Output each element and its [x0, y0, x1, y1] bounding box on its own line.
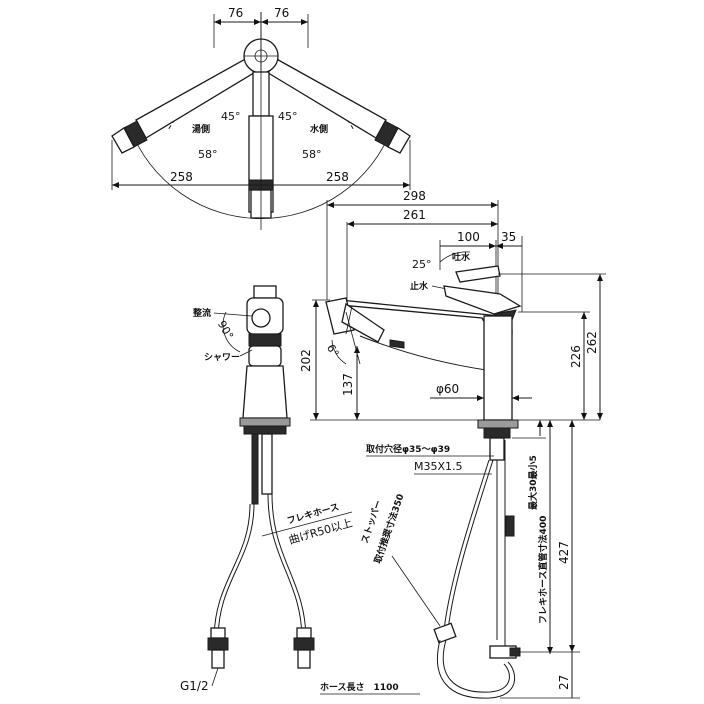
max-thickness-label: 最大30最小5 [527, 455, 539, 510]
flow-label: 整流 [192, 307, 211, 319]
thread-spec-label: M35X1.5 [414, 460, 463, 473]
dim-bottom: 27 [557, 675, 571, 690]
top-span-right: 258 [326, 170, 349, 184]
stop-water-label: 止水 [410, 280, 429, 292]
dim-handle-width: 35 [501, 230, 516, 244]
hot-side-label: 湯側 [192, 123, 210, 135]
dim-height-spout: 202 [299, 349, 313, 372]
cold-side-label: 水側 [310, 123, 328, 135]
flex-hose-straight-label: フレキホース直管寸法400 [537, 516, 549, 624]
dim-height-outlet: 137 [341, 373, 355, 396]
top-dim-right: 76 [274, 6, 289, 20]
dim-height-body: 226 [569, 345, 583, 368]
dim-height-total: 262 [585, 331, 599, 354]
top-arm-left [111, 51, 263, 154]
top-angle-left: 45° [221, 110, 241, 123]
shower-label: シャワー [204, 352, 240, 363]
spout-water-label: 吐水 [452, 251, 471, 263]
top-view: 76 76 45° [111, 6, 411, 230]
top-angle-right-outer: 58° [302, 148, 322, 161]
top-span-left: 258 [170, 170, 193, 184]
dim-lower-height: 427 [557, 541, 571, 564]
top-angle-left-outer: 58° [198, 148, 218, 161]
dim-base-diameter: φ60 [436, 382, 459, 396]
rotation-angle: 90° [215, 318, 236, 341]
side-view: 298 261 100 35 25° 吐水 止水 [299, 189, 606, 699]
top-arm-right [259, 51, 411, 154]
top-dim-left: 76 [228, 6, 243, 20]
thread-label: G1/2 [180, 679, 209, 693]
mounting-hole-label: 取付穴径φ35～φ39 [366, 443, 450, 455]
dim-reach: 261 [403, 208, 426, 222]
hose-length-label: ホース長さ 1100 [320, 682, 399, 693]
dim-handle-offset: 100 [457, 230, 480, 244]
dim-total-length: 298 [403, 189, 426, 203]
top-angle-right: 45° [278, 110, 298, 123]
handle-angle: 25° [412, 258, 432, 271]
spout-tilt-angle: 6° [324, 342, 342, 359]
